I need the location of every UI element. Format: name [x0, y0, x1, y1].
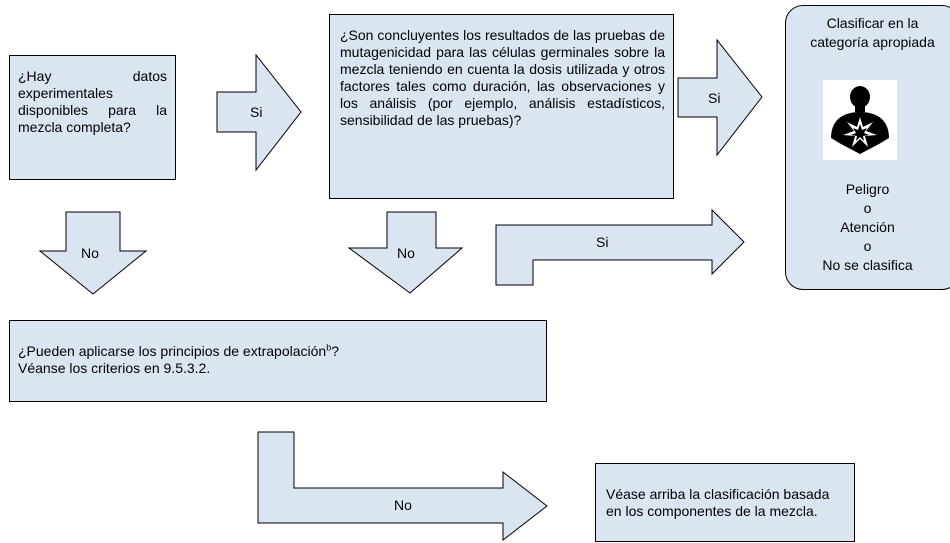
arrow-no-2	[347, 211, 464, 294]
label-no-2: No	[397, 245, 415, 261]
bridging-criteria-reference: Véanse los criterios en 9.5.3.2.	[18, 360, 211, 376]
classify-title-line-2: categoría apropiada	[810, 34, 935, 50]
classification-result-box: Clasificar en la categoría apropiada Pel…	[785, 5, 950, 290]
label-yes-1: Si	[250, 104, 263, 120]
arrow-no-1	[38, 211, 148, 295]
mixture-data-question-box: ¿Hay datos experimentales disponibles pa…	[9, 55, 176, 180]
component-classification-box: Véase arriba la clasificación basada en …	[595, 463, 855, 542]
footnote-marker: b	[326, 342, 332, 353]
bridging-principles-question-box: ¿Pueden aplicarse los principios de extr…	[9, 320, 547, 402]
bridging-question-text: ¿Pueden aplicarse los principios de extr…	[18, 343, 327, 359]
outcome-not-classified: No se clasifica	[822, 257, 913, 273]
outcome-danger: Peligro	[845, 181, 890, 197]
classification-outcomes: Peligro o Atención o No se clasifica	[786, 180, 949, 275]
arrow-yes-2	[677, 38, 763, 157]
label-no-3: No	[394, 497, 412, 513]
label-yes-3: Si	[596, 234, 609, 250]
arrow-no-3	[257, 431, 548, 542]
bridging-question-line: ¿Pueden aplicarse los principios de extr…	[18, 343, 538, 360]
outcome-warning: Atención	[840, 219, 895, 235]
bridging-question-mark: ?	[331, 343, 339, 359]
health-hazard-icon	[823, 80, 897, 160]
classify-title-line-1: Clasificar en la	[826, 15, 919, 31]
conclusive-results-question-box: ¿Son concluyentes los resultados de las …	[329, 14, 674, 199]
label-yes-2: Si	[708, 90, 721, 106]
arrow-yes-3	[495, 208, 745, 286]
label-no-1: No	[81, 245, 99, 261]
outcome-or-2: o	[863, 238, 872, 254]
outcome-or-1: o	[863, 200, 872, 216]
arrow-yes-1	[216, 53, 302, 172]
